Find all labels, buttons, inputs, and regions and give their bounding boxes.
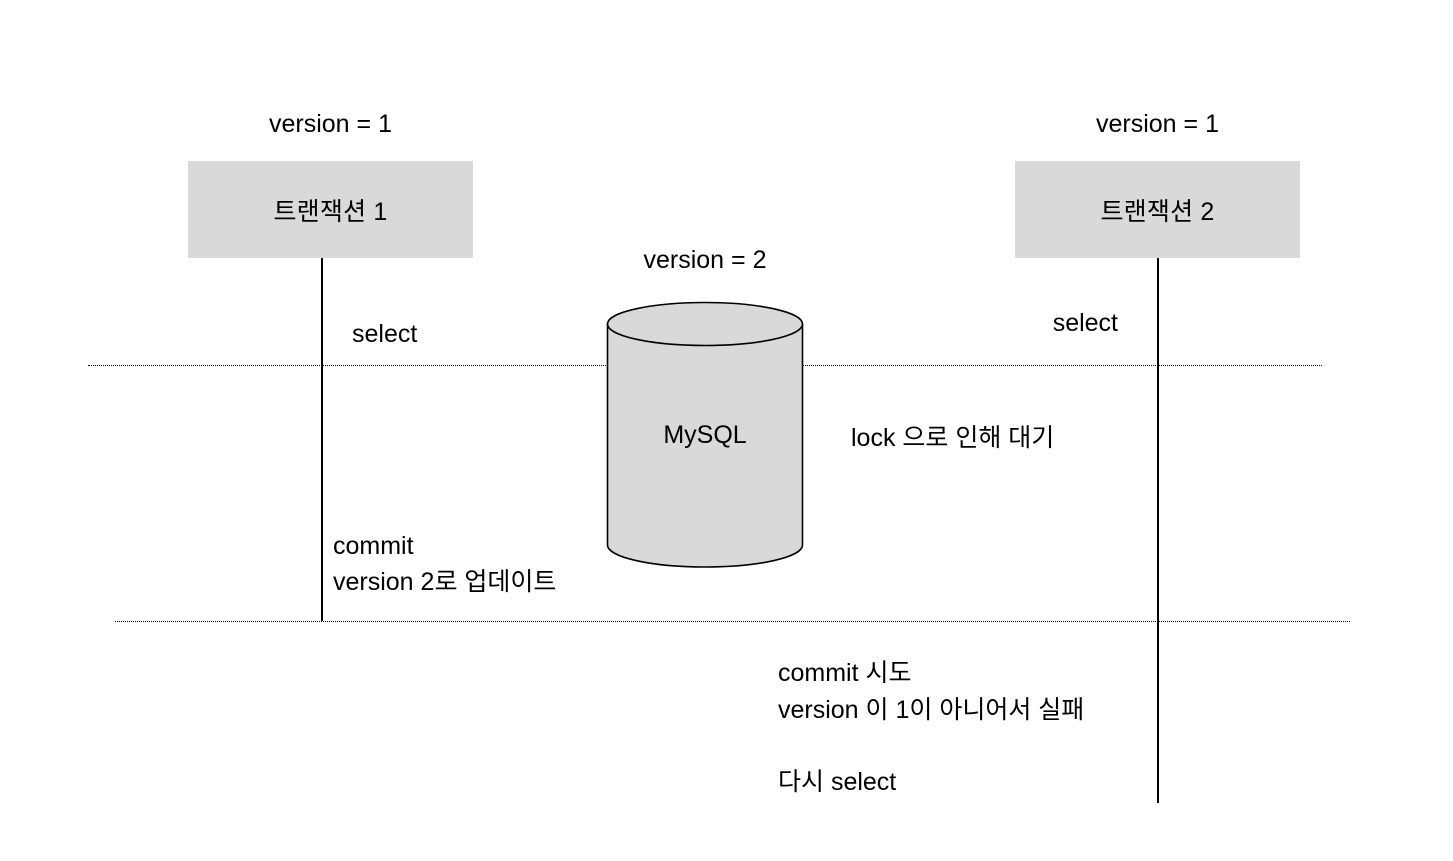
right-commit-fail-label: version 이 1이 아니어서 실패: [778, 696, 1085, 724]
transaction-1-box[interactable]: 트랜잭션 1: [188, 161, 473, 258]
database-version-label: version = 2: [643, 246, 767, 274]
time-separator-2: [115, 621, 1350, 622]
time-separator-1: [88, 365, 1322, 366]
right-commit-attempt-label: commit 시도: [778, 659, 912, 687]
transaction-2-lifeline: [1157, 258, 1159, 803]
right-reselect-label: 다시 select: [778, 768, 897, 796]
right-waiting-label: lock 으로 인해 대기: [851, 424, 1055, 452]
transaction-1-lifeline: [321, 258, 323, 621]
transaction-2-label: 트랜잭션 2: [1100, 197, 1215, 226]
database-name-label: MySQL: [663, 421, 747, 449]
right-select-label: select: [1052, 309, 1118, 337]
left-commit-label: commit: [333, 532, 414, 560]
transaction-1-label: 트랜잭션 1: [273, 197, 388, 226]
transaction-2-box[interactable]: 트랜잭션 2: [1015, 161, 1300, 258]
left-version-label: version = 1: [269, 110, 392, 138]
left-select-label: select: [352, 320, 418, 348]
left-update-label: version 2로 업데이트: [333, 568, 557, 596]
right-version-label: version = 1: [1096, 110, 1219, 138]
